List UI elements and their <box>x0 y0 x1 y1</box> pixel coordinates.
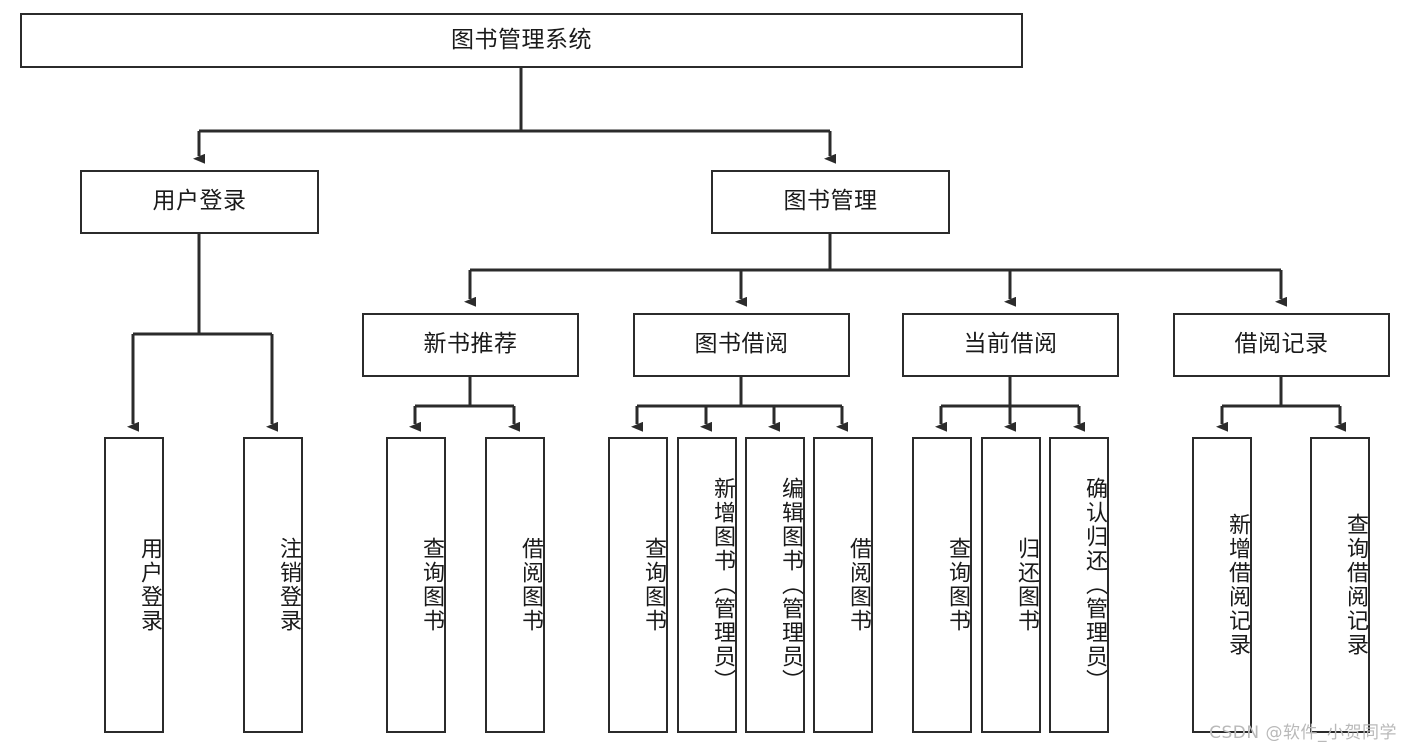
node-label: 编辑图书（管理员） <box>778 477 803 693</box>
node-user-login[interactable]: 用户登录 <box>80 170 319 234</box>
node-leaf-add-book[interactable]: 新增图书（管理员） <box>677 437 737 733</box>
node-leaf-add-record[interactable]: 新增借阅记录 <box>1192 437 1252 733</box>
node-book-management[interactable]: 图书管理 <box>711 170 950 234</box>
node-new-book-recommend[interactable]: 新书推荐 <box>362 313 579 377</box>
node-label: 归还图书 <box>1014 537 1039 633</box>
node-label: 注销登录 <box>276 537 301 633</box>
node-label: 用户登录 <box>137 537 162 633</box>
watermark: CSDN @软件_小贺同学 <box>1209 723 1397 743</box>
node-leaf-edit-book[interactable]: 编辑图书（管理员） <box>745 437 805 733</box>
node-label: 借阅图书 <box>846 537 871 633</box>
node-label: 确认归还（管理员） <box>1082 477 1107 693</box>
node-label: 当前借阅 <box>963 331 1058 358</box>
node-label: 查询图书 <box>641 537 666 633</box>
node-book-management-system[interactable]: 图书管理系统 <box>20 13 1023 68</box>
node-label: 查询图书 <box>419 537 444 633</box>
node-borrow-record[interactable]: 借阅记录 <box>1173 313 1390 377</box>
node-label: 查询图书 <box>945 537 970 633</box>
node-leaf-query-record[interactable]: 查询借阅记录 <box>1310 437 1370 733</box>
node-leaf-return-book[interactable]: 归还图书 <box>981 437 1041 733</box>
node-leaf-borrow-book-1[interactable]: 借阅图书 <box>485 437 545 733</box>
node-leaf-confirm-return[interactable]: 确认归还（管理员） <box>1049 437 1109 733</box>
node-leaf-borrow-book-2[interactable]: 借阅图书 <box>813 437 873 733</box>
node-label: 新书推荐 <box>423 331 518 358</box>
node-leaf-user-login[interactable]: 用户登录 <box>104 437 164 733</box>
node-label: 查询借阅记录 <box>1343 513 1368 657</box>
node-leaf-query-book-3[interactable]: 查询图书 <box>912 437 972 733</box>
node-label: 图书管理系统 <box>451 26 592 53</box>
node-leaf-query-book-1[interactable]: 查询图书 <box>386 437 446 733</box>
node-label: 借阅图书 <box>518 537 543 633</box>
node-label: 新增借阅记录 <box>1225 513 1250 657</box>
node-leaf-query-book-2[interactable]: 查询图书 <box>608 437 668 733</box>
node-book-borrow[interactable]: 图书借阅 <box>633 313 850 377</box>
node-label: 图书借阅 <box>694 331 789 358</box>
node-label: 图书管理 <box>783 188 878 215</box>
node-current-borrow[interactable]: 当前借阅 <box>902 313 1119 377</box>
node-label: 新增图书（管理员） <box>710 477 735 693</box>
node-label: 借阅记录 <box>1234 331 1329 358</box>
node-label: 用户登录 <box>152 188 247 215</box>
node-leaf-logout-login[interactable]: 注销登录 <box>243 437 303 733</box>
